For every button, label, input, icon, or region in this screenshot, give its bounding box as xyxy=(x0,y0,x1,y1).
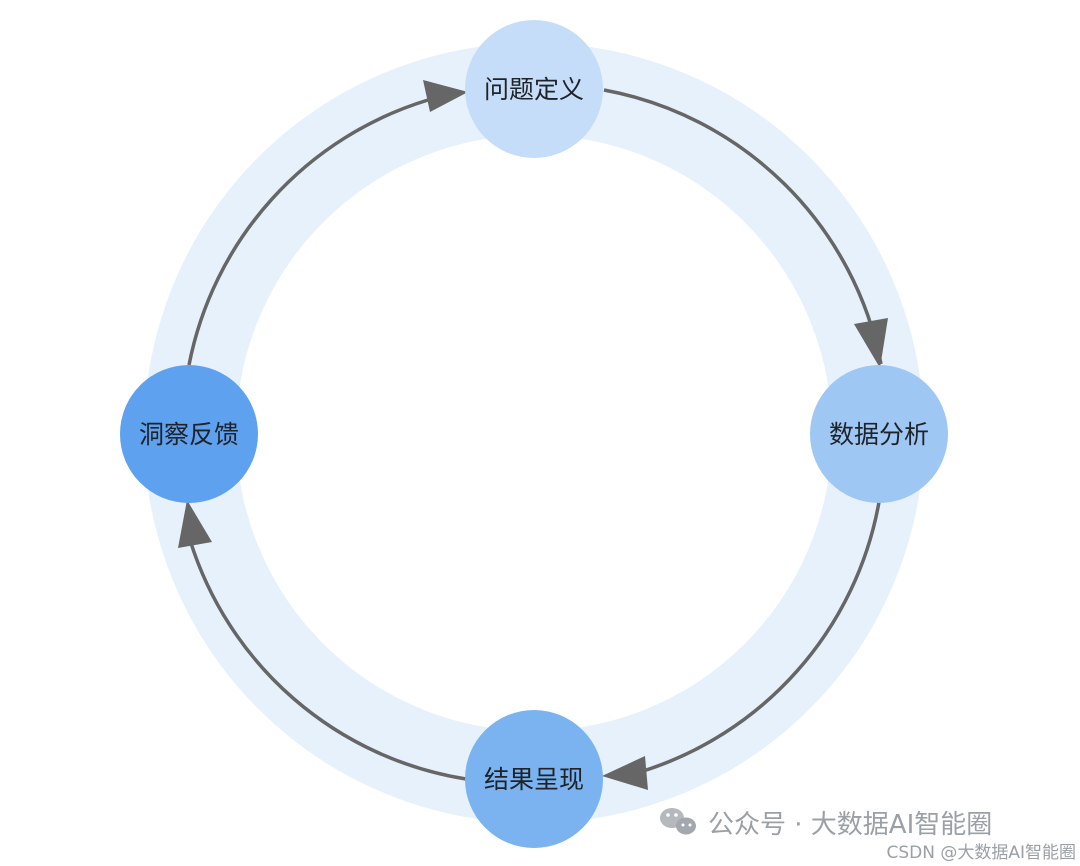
arrowhead-problem xyxy=(423,80,468,112)
arrow-insight-to-problem xyxy=(187,98,429,366)
arrowhead-result xyxy=(602,756,648,790)
arrow-problem-to-analysis xyxy=(603,88,883,365)
watermark-source: CSDN @大数据AI智能圈 xyxy=(886,843,1076,863)
arrow-result-to-insight xyxy=(188,539,467,781)
node-data-analysis: 数据分析 xyxy=(810,365,948,503)
wechat-icon xyxy=(660,808,696,835)
node-result-presentation: 结果呈现 xyxy=(465,710,603,848)
node-circle xyxy=(120,365,258,503)
node-label: 数据分析 xyxy=(829,420,929,449)
node-insight-feedback: 洞察反馈 xyxy=(120,365,258,503)
node-circle xyxy=(465,710,603,848)
node-circle xyxy=(465,20,603,158)
node-label: 问题定义 xyxy=(484,75,584,104)
watermark-account: 公众号 · 大数据AI智能圈 xyxy=(708,810,992,840)
arrowhead-analysis xyxy=(854,318,888,368)
cycle-arrows xyxy=(178,80,888,790)
node-label: 结果呈现 xyxy=(484,765,584,794)
background-ring xyxy=(144,43,924,823)
node-circle xyxy=(810,365,948,503)
watermark: 公众号 · 大数据AI智能圈 CSDN @大数据AI智能圈 xyxy=(660,808,1076,863)
node-label: 洞察反馈 xyxy=(139,420,239,449)
arrowhead-insight xyxy=(178,500,212,548)
arrow-analysis-to-result xyxy=(639,501,881,774)
node-problem-definition: 问题定义 xyxy=(465,20,603,158)
